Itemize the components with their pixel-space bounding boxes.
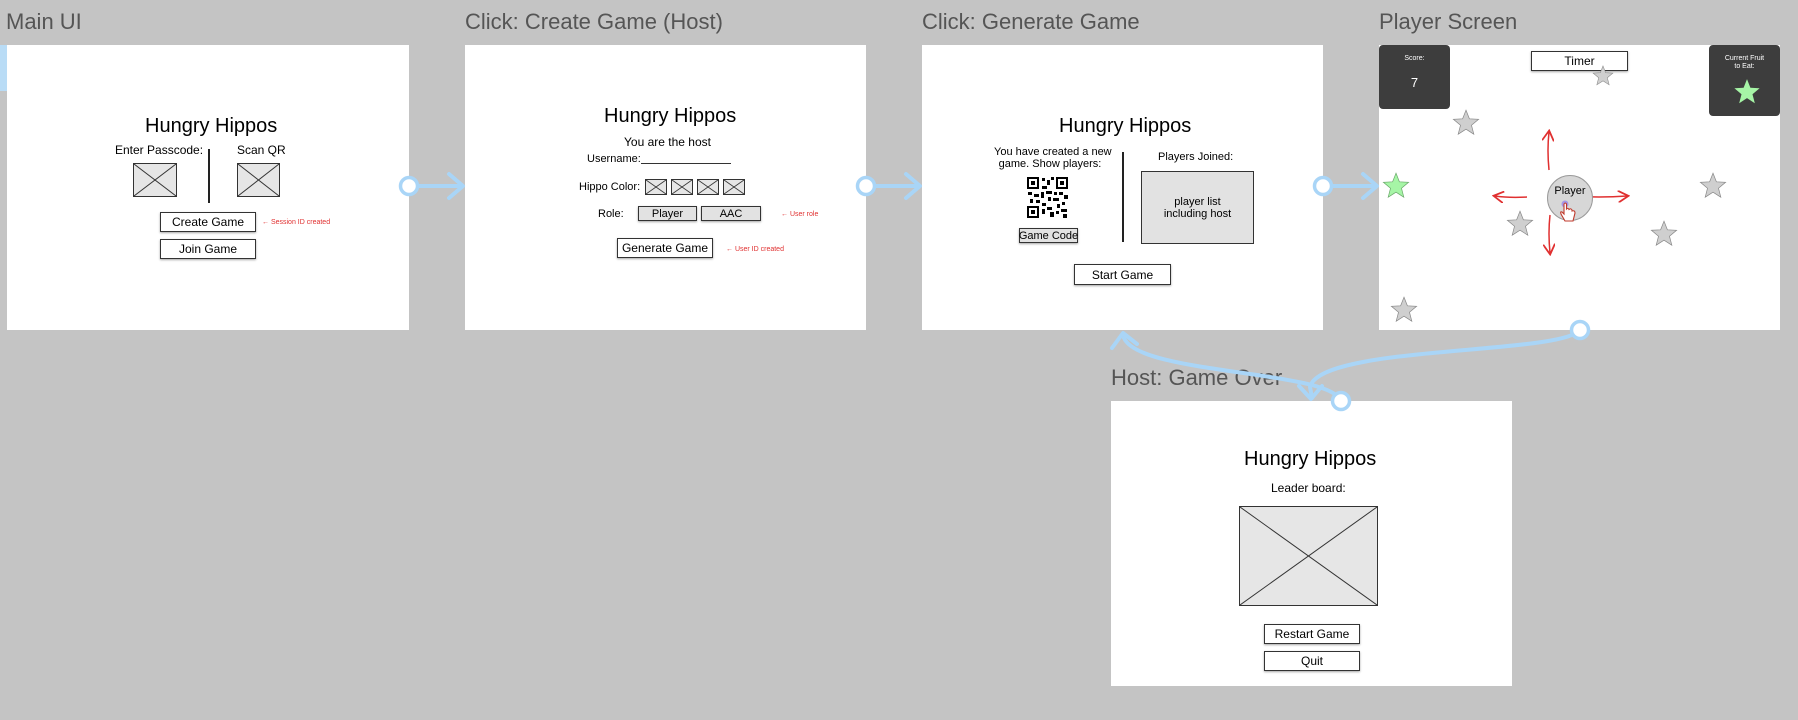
username-input[interactable] — [641, 163, 731, 164]
star-icon[interactable] — [1699, 172, 1727, 200]
app-title: Hungry Hippos — [1059, 115, 1192, 137]
frame-title-player-screen: Player Screen — [1379, 9, 1518, 34]
frame-create-game[interactable]: Hungry Hippos You are the host Username:… — [465, 45, 866, 330]
arrow-icon — [1110, 331, 1139, 350]
hippo-color-swatch-2[interactable] — [671, 179, 693, 195]
app-title: Hungry Hippos — [604, 105, 737, 127]
arrow-icon — [1361, 172, 1379, 200]
player-list-box — [1141, 171, 1254, 244]
role-aac-button[interactable]: AAC — [701, 206, 761, 221]
host-text: You are the host — [624, 135, 711, 149]
score-value: 7 — [1410, 75, 1419, 90]
score-label: Score: — [1404, 55, 1425, 62]
star-icon[interactable] — [1650, 220, 1678, 248]
star-icon[interactable] — [1390, 296, 1418, 324]
score-panel: Score: 7 — [1379, 45, 1450, 109]
restart-game-button[interactable]: Restart Game — [1264, 624, 1360, 644]
divider — [1122, 152, 1124, 242]
user-id-note: ← User ID created — [726, 246, 784, 253]
start-game-button[interactable]: Start Game — [1074, 264, 1171, 285]
player-list-line-2: including host — [1163, 208, 1232, 220]
players-joined-label: Players Joined: — [1158, 151, 1234, 163]
user-role-note: ← User role — [781, 211, 819, 218]
divider — [208, 149, 210, 203]
qr-code-icon — [1026, 176, 1069, 219]
qr-scanner-placeholder[interactable] — [237, 163, 280, 197]
star-icon[interactable] — [1452, 109, 1480, 137]
leaderboard-label: Leader board: — [1271, 481, 1346, 495]
frame-main-ui[interactable]: Hungry Hippos Enter Passcode: Scan QR Cr… — [7, 45, 409, 330]
hand-cursor-icon — [1560, 200, 1576, 222]
fruit-label-line-2: to Eat: — [1734, 63, 1755, 70]
create-game-button[interactable]: Create Game — [160, 212, 256, 232]
timer-display: Timer — [1531, 51, 1628, 71]
created-text-line-2: game. Show players: — [998, 158, 1102, 170]
star-icon[interactable] — [1506, 210, 1534, 238]
username-label: Username: — [587, 153, 641, 165]
scan-qr-label: Scan QR — [237, 143, 286, 157]
hippo-color-swatch-4[interactable] — [723, 179, 745, 195]
app-title: Hungry Hippos — [1244, 448, 1377, 470]
created-text-line-1: You have created a new — [994, 146, 1112, 158]
hippo-color-swatch-1[interactable] — [645, 179, 667, 195]
selection-indicator — [0, 45, 7, 91]
game-code-button[interactable]: Game Code — [1018, 228, 1079, 243]
arrow-icon — [1297, 384, 1324, 401]
current-fruit-panel: Current Fruit to Eat: — [1709, 45, 1780, 116]
role-player-button[interactable]: Player — [638, 206, 697, 221]
arrow-icon — [1489, 125, 1659, 325]
generate-game-button[interactable]: Generate Game — [617, 238, 713, 258]
player-list-line-1: player list — [1174, 196, 1221, 208]
star-icon[interactable] — [1592, 65, 1614, 87]
session-id-note: ← Session ID created — [262, 219, 331, 226]
passcode-label: Enter Passcode: — [115, 143, 204, 157]
leaderboard-placeholder — [1239, 506, 1378, 606]
frame-title-main-ui: Main UI — [6, 9, 82, 34]
frame-title-generate-game: Click: Generate Game — [922, 9, 1140, 34]
star-icon — [1734, 79, 1760, 104]
hippo-color-label: Hippo Color: — [579, 181, 641, 193]
passcode-input-placeholder[interactable] — [133, 163, 177, 197]
star-icon[interactable] — [1382, 172, 1410, 200]
arrow-icon — [904, 172, 922, 200]
frame-generate-game[interactable]: Hungry Hippos You have created a new gam… — [922, 45, 1323, 330]
app-title: Hungry Hippos — [145, 115, 278, 137]
arrow-icon — [447, 172, 465, 200]
join-game-button[interactable]: Join Game — [160, 239, 256, 259]
frame-game-over[interactable]: Hungry Hippos Leader board: Restart Game… — [1111, 401, 1512, 686]
fruit-label-line-1: Current Fruit — [1724, 55, 1765, 62]
quit-button[interactable]: Quit — [1264, 651, 1360, 671]
frame-player-screen[interactable]: Score: 7 Timer Current Fruit to Eat: Pla… — [1379, 45, 1780, 330]
flow-arrow-player-to-gameover — [1308, 328, 1582, 400]
hippo-color-swatch-3[interactable] — [697, 179, 719, 195]
role-label: Role: — [598, 208, 624, 220]
frame-title-game-over: Host: Game Over — [1111, 365, 1283, 390]
frame-title-create-game: Click: Create Game (Host) — [465, 9, 723, 34]
player-label: Player — [1554, 185, 1586, 197]
